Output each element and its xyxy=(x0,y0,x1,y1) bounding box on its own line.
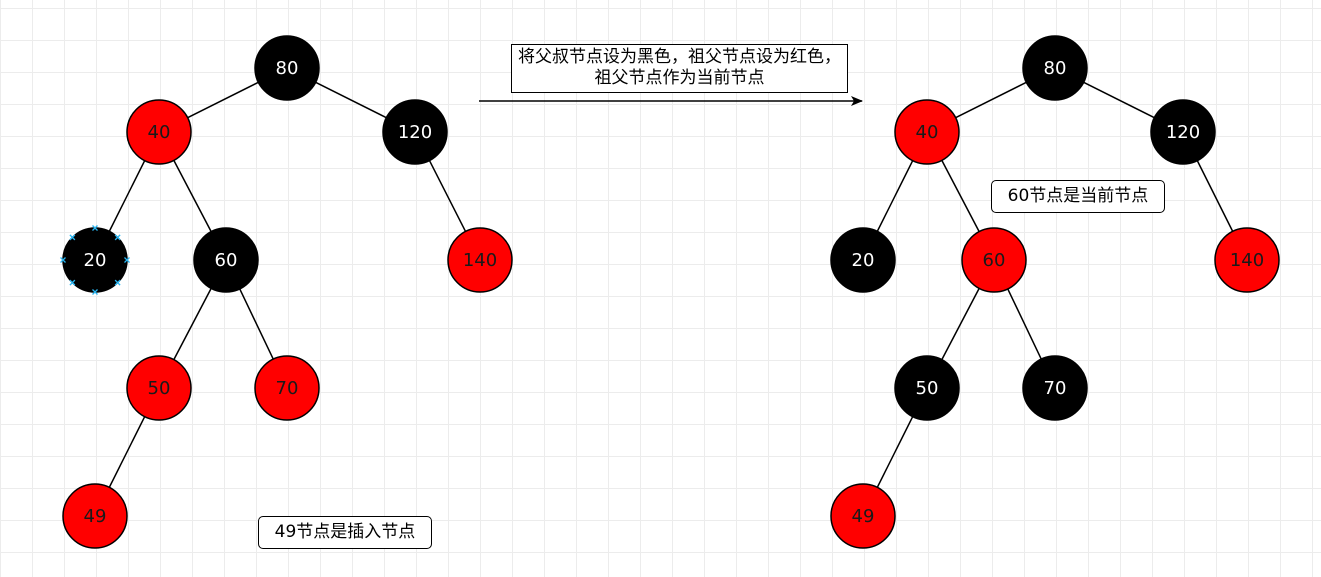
node-label: 140 xyxy=(1230,250,1264,271)
edge-after-60-70[interactable] xyxy=(1007,288,1042,360)
node-label: 120 xyxy=(1166,122,1200,143)
edge-after-40-60[interactable] xyxy=(941,160,980,232)
node-after-140[interactable]: 140 xyxy=(1214,227,1280,293)
node-label: 50 xyxy=(148,378,171,399)
node-circle-red[interactable] xyxy=(961,227,1027,293)
node-circle-black[interactable] xyxy=(894,355,960,421)
edge-before-50-49[interactable] xyxy=(108,416,146,488)
selection-handle[interactable] xyxy=(114,234,121,241)
node-circle-black[interactable] xyxy=(193,227,259,293)
selection-handle[interactable] xyxy=(114,279,121,286)
edge-before-80-120[interactable] xyxy=(315,81,387,119)
node-label: 80 xyxy=(1044,58,1067,79)
node-before-50[interactable]: 50 xyxy=(126,355,192,421)
node-circle-red[interactable] xyxy=(254,355,320,421)
node-circle-red[interactable] xyxy=(830,483,896,549)
node-after-49[interactable]: 49 xyxy=(830,483,896,549)
node-before-70[interactable]: 70 xyxy=(254,355,320,421)
edge-before-120-140[interactable] xyxy=(428,160,467,232)
node-circle-black[interactable] xyxy=(382,99,448,165)
node-circle-red[interactable] xyxy=(126,355,192,421)
node-after-40[interactable]: 40 xyxy=(894,99,960,165)
transform-caption[interactable]: 将父叔节点设为黑色，祖父节点设为红色，祖父节点作为当前节点 xyxy=(511,44,848,93)
node-circle-red[interactable] xyxy=(894,99,960,165)
node-circle-black[interactable] xyxy=(830,227,896,293)
node-after-70[interactable]: 70 xyxy=(1022,355,1088,421)
selection-handle[interactable] xyxy=(60,257,66,263)
node-circle-red[interactable] xyxy=(126,99,192,165)
node-circle-red[interactable] xyxy=(447,227,513,293)
edge-before-40-60[interactable] xyxy=(173,160,212,232)
inserted-node-caption[interactable]: 49节点是插入节点 xyxy=(258,516,432,549)
node-label: 140 xyxy=(463,250,497,271)
edges-layer xyxy=(108,81,1234,488)
node-circle-black[interactable] xyxy=(254,35,320,101)
current-node-caption[interactable]: 60节点是当前节点 xyxy=(991,180,1165,213)
node-before-40[interactable]: 40 xyxy=(126,99,192,165)
node-label: 20 xyxy=(852,250,875,271)
node-before-49[interactable]: 49 xyxy=(62,483,128,549)
node-label: 70 xyxy=(276,378,299,399)
node-after-60[interactable]: 60 xyxy=(961,227,1027,293)
node-after-80[interactable]: 80 xyxy=(1022,35,1088,101)
node-label: 40 xyxy=(148,122,171,143)
edge-after-80-120[interactable] xyxy=(1083,81,1155,119)
node-label: 120 xyxy=(398,122,432,143)
node-label: 50 xyxy=(916,378,939,399)
node-label: 70 xyxy=(1044,378,1067,399)
node-label: 60 xyxy=(983,250,1006,271)
selection-handle[interactable] xyxy=(92,289,98,295)
edge-after-80-40[interactable] xyxy=(955,81,1027,119)
edge-before-40-20[interactable] xyxy=(108,160,146,232)
selection-handle[interactable] xyxy=(69,279,76,286)
node-after-20[interactable]: 20 xyxy=(830,227,896,293)
node-circle-black[interactable] xyxy=(1022,355,1088,421)
node-circle-black[interactable] xyxy=(1150,99,1216,165)
nodes-layer: 80 40 120 20 60 140 50 70 49 80 40 120 20 60 140 50 70 49 xyxy=(60,35,1280,549)
edge-before-80-40[interactable] xyxy=(187,81,259,119)
edge-after-60-50[interactable] xyxy=(941,288,980,360)
node-before-120[interactable]: 120 xyxy=(382,99,448,165)
edge-before-60-50[interactable] xyxy=(173,288,212,360)
selection-handle[interactable] xyxy=(124,257,130,263)
selection-handle[interactable] xyxy=(69,234,76,241)
node-label: 49 xyxy=(84,506,107,527)
node-before-20[interactable]: 20 xyxy=(60,225,130,295)
node-before-140[interactable]: 140 xyxy=(447,227,513,293)
edge-after-40-20[interactable] xyxy=(876,160,914,232)
node-circle-black[interactable] xyxy=(1022,35,1088,101)
node-circle-red[interactable] xyxy=(62,483,128,549)
selection-handle[interactable] xyxy=(92,225,98,231)
edge-before-60-70[interactable] xyxy=(239,288,274,360)
node-before-60[interactable]: 60 xyxy=(193,227,259,293)
edge-after-50-49[interactable] xyxy=(876,416,914,488)
node-before-80[interactable]: 80 xyxy=(254,35,320,101)
node-label: 20 xyxy=(84,250,107,271)
node-label: 49 xyxy=(852,506,875,527)
edge-after-120-140[interactable] xyxy=(1196,160,1234,232)
node-after-50[interactable]: 50 xyxy=(894,355,960,421)
node-label: 40 xyxy=(916,122,939,143)
node-label: 60 xyxy=(215,250,238,271)
node-after-120[interactable]: 120 xyxy=(1150,99,1216,165)
node-circle-red[interactable] xyxy=(1214,227,1280,293)
node-label: 80 xyxy=(276,58,299,79)
